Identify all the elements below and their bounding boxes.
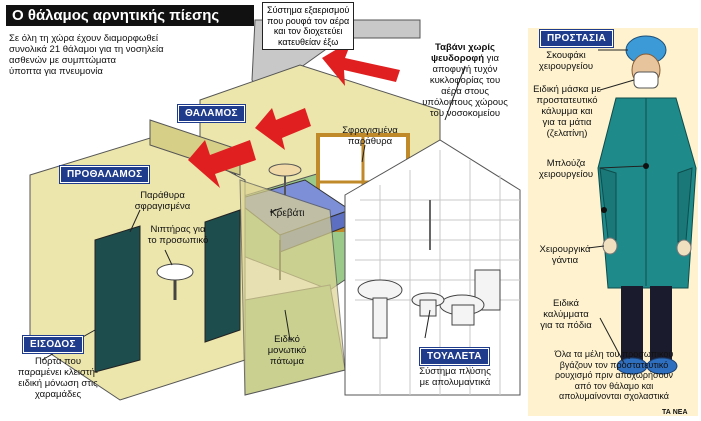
gloves-label: Χειρουργικά γάντια	[530, 244, 600, 266]
ceiling-line-2: κυκλοφορίας του	[429, 75, 501, 86]
protection-badge: ΠΡΟΣΤΑΣΙΑ	[540, 30, 613, 47]
airflow-arrow	[188, 140, 256, 188]
ceiling-heading-rest: για	[486, 53, 500, 64]
toilet-room	[344, 139, 521, 396]
room-badge: ΘΑΛΑΜΟΣ	[178, 105, 245, 122]
cap-line-2: χειρουργείου	[538, 61, 594, 72]
mask-line-1: Ειδική μάσκα με	[533, 84, 601, 95]
protection-note-line-1: Όλα τα μέλη του προσωπικού	[554, 349, 674, 359]
ceiling-line-3: αέρα στους	[441, 86, 489, 97]
staff-sink-label: Νιπτήρας για το προσωπικό	[138, 224, 218, 246]
toilet-system-label: Σύστημα πλύσης με απολυμαντικά	[410, 366, 500, 388]
intro-line-3: ασθενών με συμπτώματα	[9, 55, 116, 66]
sealed-windows-room-line-1: Σφραγισμένα	[342, 125, 398, 136]
staff-sink-line-2: το προσωπικό	[147, 235, 209, 246]
surgical-gloves	[602, 237, 618, 255]
floor-line-2: μονωτικό	[267, 345, 307, 356]
sealed-windows-ante-line-1: Παράθυρα	[140, 190, 185, 201]
protection-note-line-3: ρουχισμό πριν αποχωρήσουν	[554, 370, 673, 380]
toilet-sink	[357, 279, 403, 301]
entrance-door-line-2: παραμένει κλειστή-	[17, 367, 99, 378]
protection-note: Όλα τα μέλη του προσωπικού βγάζουν τον π…	[532, 349, 696, 402]
gloves-line-1: Χειρουργικά	[539, 244, 591, 255]
ceiling-heading-2: ψευδοροφή	[430, 53, 485, 64]
surgical-gown	[597, 97, 697, 289]
ceiling-heading-1: Ταβάνι χωρίς	[435, 42, 495, 53]
exhaust-line-1: Σύστημα εξαερισμού	[267, 5, 350, 15]
entrance-door-line-4: χαραμάδες	[34, 389, 82, 400]
floor-label: Ειδικό μονωτικό πάτωμα	[262, 334, 312, 367]
intro-line-1: Σε όλη τη χώρα έχουν διαμορφωθεί	[9, 33, 158, 44]
toilet-system-line-2: με απολυμαντικά	[419, 377, 491, 388]
anteroom-badge: ΠΡΟΘΑΛΑΜΟΣ	[60, 166, 150, 183]
sealed-windows-ante-line-2: σφραγισμένα	[134, 201, 191, 212]
page-title: Ο θάλαμος αρνητικής πίεσης	[6, 5, 254, 26]
cap-label: Σκουφάκι χειρουργείου	[530, 50, 602, 72]
anteroom-door	[94, 225, 141, 373]
bed-label: Κρεβάτι	[270, 208, 305, 219]
exhaust-system-label: Σύστημα εξαερισμού που ρουφά τον αέρα κα…	[262, 2, 355, 50]
mask-line-5: (ζελατίνη)	[546, 128, 588, 139]
floor-line-3: πάτωμα	[270, 356, 304, 367]
mask-line-2: προστατευτικό	[536, 95, 598, 106]
gown-line-1: Μπλούζα	[546, 158, 586, 169]
sealed-windows-room-label: Σφραγισμένα παράθυρα	[335, 125, 405, 147]
shoe-covers-line-3: για τα πόδια	[540, 320, 592, 331]
protection-note-line-5: απολυμαίνονται σχολαστικά	[559, 391, 669, 401]
gloves-line-2: γάντια	[551, 255, 579, 266]
ceiling-heading: Ταβάνι χωρίς ψευδοροφή για αποφυγή τυχόν…	[410, 42, 520, 119]
entrance-door-line-3: ειδική μόνωση στις	[18, 378, 98, 389]
airflow-arrow	[255, 108, 311, 150]
floor-line-1: Ειδικό	[274, 334, 300, 345]
airflow-arrow	[322, 40, 400, 86]
exhaust-line-4: κατευθείαν έξω	[277, 36, 339, 47]
bedside-table	[268, 163, 302, 177]
exhaust-line-2: που ρουφά τον αέρα	[267, 15, 350, 26]
shoe-covers-line-1: Ειδικά	[553, 298, 579, 309]
protection-note-line-2: βγάζουν τον προστατευτικό	[559, 359, 669, 370]
sealed-windows-room-line-2: παράθυρα	[347, 136, 393, 147]
entrance-door-line-1: Πόρτα που	[34, 356, 82, 367]
intro-line-4: ύποπτα για πνευμονία	[9, 66, 103, 77]
credit: ΤΑ ΝΕΑ	[662, 409, 688, 416]
toilet-bowl	[474, 269, 501, 311]
staff-sink-line-1: Νιπτήρας για	[150, 224, 206, 235]
entrance-badge: ΕΙΣΟΔΟΣ	[23, 336, 83, 353]
protection-figure	[587, 35, 697, 375]
protective-mask	[633, 71, 659, 89]
shoe-covers-line-2: καλύμματα	[543, 309, 589, 320]
gown-line-2: χειρουργείου	[538, 169, 594, 180]
gown-label: Μπλούζα χειρουργείου	[530, 158, 602, 180]
intro-line-2: συνολικά 21 θάλαμοι για τη νοσηλεία	[9, 44, 164, 55]
exhaust-line-3: και τον διοχετεύει	[273, 26, 343, 36]
cap-line-1: Σκουφάκι	[546, 50, 586, 61]
sealed-windows-ante-label: Παράθυρα σφραγισμένα	[125, 190, 200, 212]
ceiling-line-5: του νοσοκομείου	[429, 108, 501, 119]
ceiling-line-4: υπόλοιπους χώρους	[422, 97, 508, 108]
toilet-badge: ΤΟΥΑΛΕΤΑ	[420, 348, 489, 365]
staff-sink	[156, 263, 194, 281]
toilet-system-line-1: Σύστημα πλύσης	[419, 366, 491, 377]
mask-label: Ειδική μάσκα με προστατευτικό κάλυμμα κα…	[528, 84, 606, 139]
room-door	[204, 209, 241, 343]
mask-line-4: για τα μάτια	[542, 117, 592, 128]
mask-line-3: κάλυμμα και	[541, 106, 593, 117]
shoe-covers-label: Ειδικά καλύμματα για τα πόδια	[530, 298, 602, 331]
protection-note-line-4: από τον θάλαμο και	[574, 380, 654, 391]
entrance-door-label: Πόρτα που παραμένει κλειστή- ειδική μόνω…	[8, 356, 108, 400]
legs	[621, 286, 643, 361]
ceiling-line-1: αποφυγή τυχόν	[432, 64, 498, 75]
